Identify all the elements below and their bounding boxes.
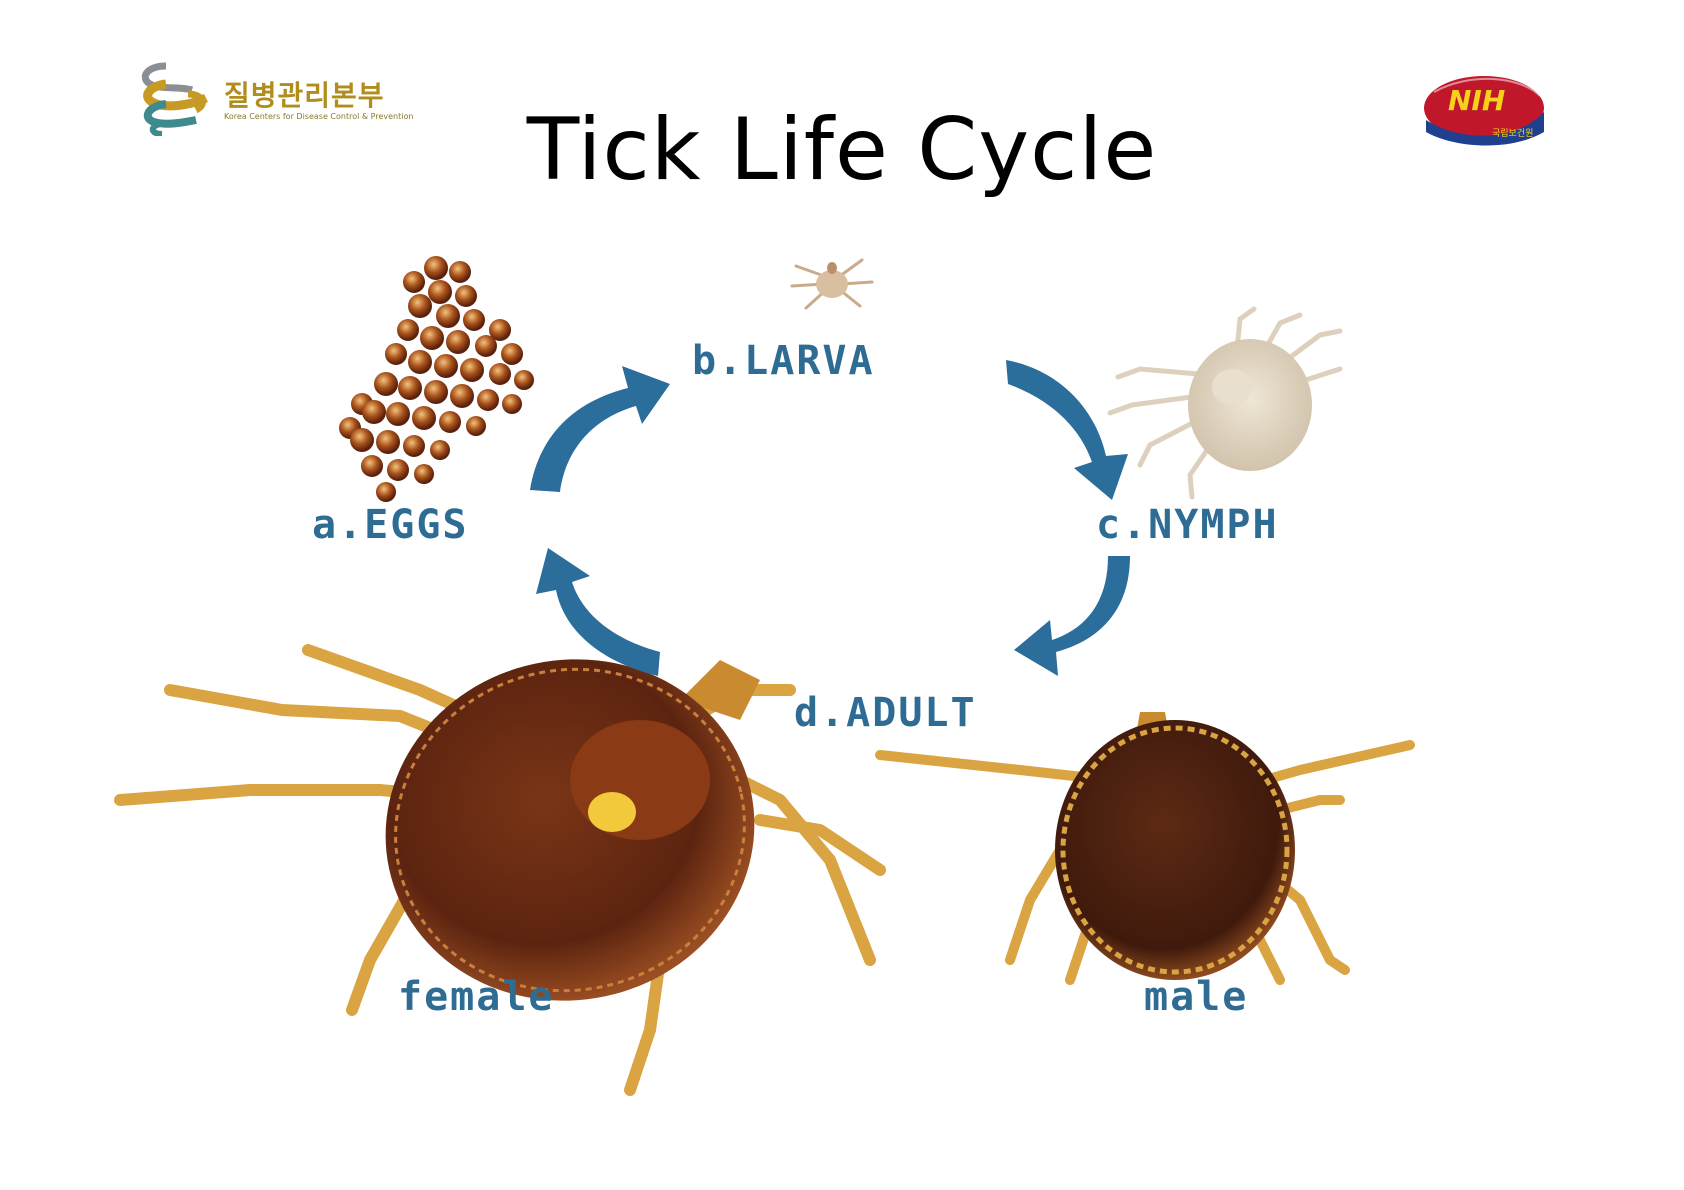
stage-label-nymph: c.NYMPH <box>1096 502 1279 548</box>
nih-emblem-icon <box>1424 76 1544 146</box>
label-female: female <box>398 974 555 1020</box>
nymph-icon <box>1107 306 1343 500</box>
kcdc-korean-name: 질병관리본부 <box>224 79 385 112</box>
cycle-arrows <box>530 360 1130 676</box>
larva-icon <box>790 258 874 310</box>
kcdc-english-name: Korea Centers for Disease Control & Prev… <box>224 112 414 121</box>
nih-logo: NIH 국립보건원 <box>1420 72 1550 148</box>
nih-text: NIH <box>1448 84 1506 117</box>
female-tick-icon <box>114 644 886 1096</box>
slide-title: Tick Life Cycle <box>526 100 1158 200</box>
stage-label-larva: b.LARVA <box>692 338 875 384</box>
kcdc-logo: 질병관리본부 Korea Centers for Disease Control… <box>136 60 436 140</box>
kcdc-emblem-icon <box>141 62 209 137</box>
nih-korean-name: 국립보건원 <box>1492 129 1534 139</box>
stage-label-eggs: a.EGGS <box>312 502 469 548</box>
arrow-adult-to-eggs-icon <box>536 548 660 676</box>
eggs-cluster-icon <box>339 256 534 502</box>
male-tick-icon <box>875 712 1415 985</box>
arrow-nymph-to-adult-icon <box>1014 556 1130 676</box>
arrow-larva-to-nymph-icon <box>1006 360 1128 500</box>
stage-label-adult: d.ADULT <box>794 690 977 736</box>
arrow-eggs-to-larva-icon <box>530 366 670 492</box>
label-male: male <box>1144 974 1249 1020</box>
